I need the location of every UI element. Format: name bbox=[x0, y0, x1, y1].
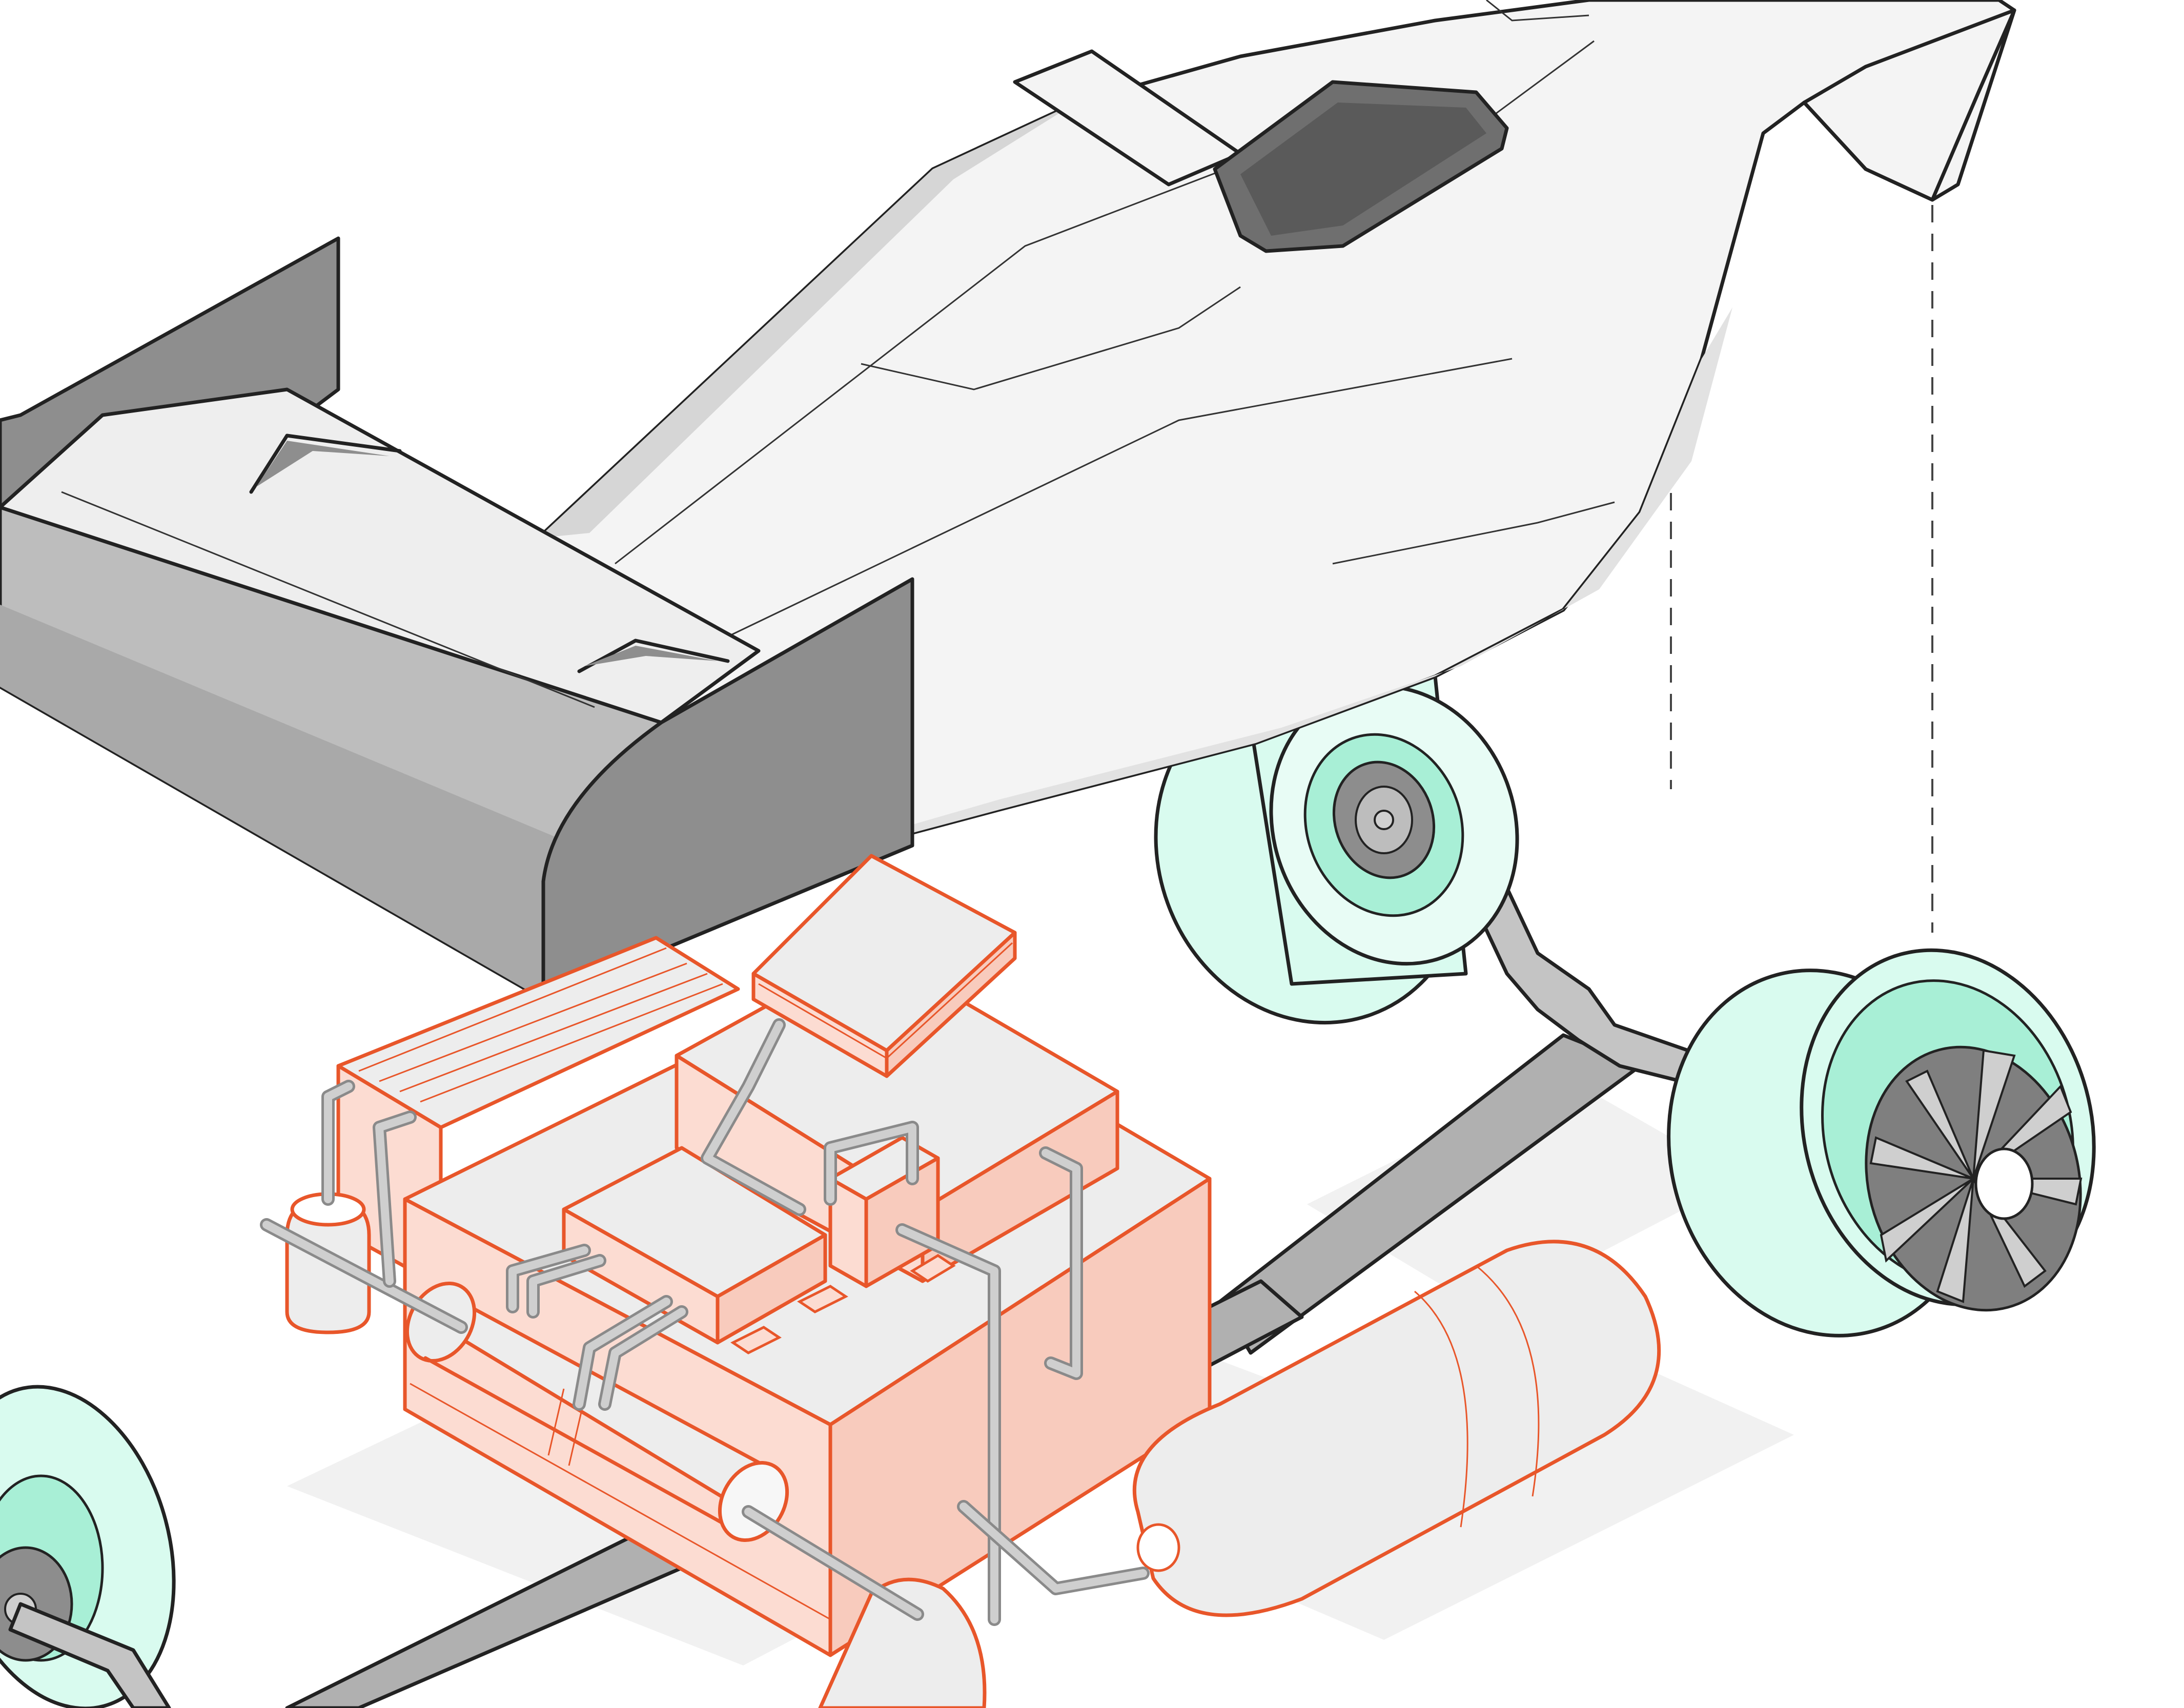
fuel-tank bbox=[1132, 1240, 1661, 1617]
rear-wing bbox=[0, 236, 914, 1001]
rear-wheel-lower bbox=[1667, 948, 2096, 1337]
leader-lines bbox=[1670, 205, 1933, 933]
coolant-pipes bbox=[260, 1018, 1150, 1626]
junction-block bbox=[828, 1136, 940, 1288]
front-wheel-left bbox=[0, 1385, 176, 1708]
top-controller-unit bbox=[751, 854, 1017, 1078]
lower-cylinder bbox=[818, 1577, 987, 1708]
mounting-tabs bbox=[730, 1254, 956, 1354]
pressure-bottle bbox=[285, 1192, 371, 1334]
